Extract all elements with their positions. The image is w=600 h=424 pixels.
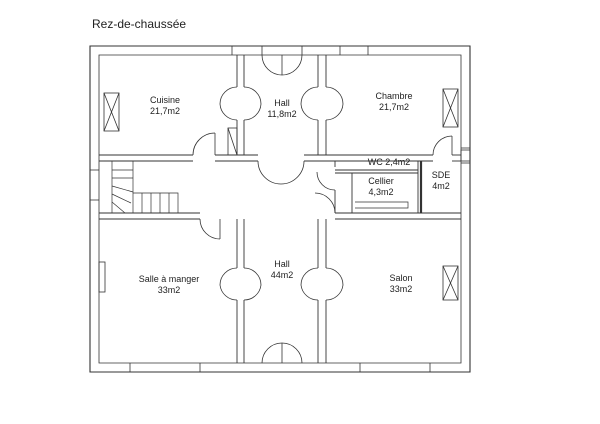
plan-title: Rez-de-chaussée bbox=[92, 17, 187, 31]
room-name: SDE bbox=[431, 170, 451, 180]
room-area: 21,7m2 bbox=[378, 102, 410, 112]
room-label-salle-a-manger: Salle à manger 33m2 bbox=[128, 274, 210, 296]
room-name: Salon bbox=[389, 273, 413, 283]
doors bbox=[192, 54, 453, 364]
room-area: 4m2 bbox=[432, 181, 450, 191]
room-area: 11,8m2 bbox=[267, 109, 297, 119]
room-area: 2,4m2 bbox=[385, 157, 411, 167]
outer-wall-outer bbox=[89, 45, 471, 373]
room-label-hall-main: Hall 44m2 bbox=[255, 259, 309, 281]
room-name: Hall bbox=[274, 259, 290, 269]
room-area: 33m2 bbox=[389, 284, 413, 294]
room-label-cuisine: Cuisine 21,7m2 bbox=[138, 95, 192, 117]
room-area: 4,3m2 bbox=[368, 187, 394, 197]
interior-walls bbox=[99, 55, 461, 363]
room-label-salon: Salon 33m2 bbox=[374, 273, 428, 295]
room-label-cellier: Cellier 4,3m2 bbox=[356, 176, 406, 198]
chimneys bbox=[98, 88, 459, 301]
room-area: 33m2 bbox=[157, 285, 181, 295]
room-name: Hall bbox=[274, 98, 290, 108]
room-label-hall-top: Hall 11,8m2 bbox=[255, 98, 309, 120]
top-windows bbox=[231, 46, 369, 55]
room-name: Cuisine bbox=[149, 95, 180, 105]
staircase bbox=[104, 160, 179, 214]
room-area: 44m2 bbox=[270, 270, 294, 280]
cellier-shelf bbox=[355, 201, 409, 209]
room-name: Salle à manger bbox=[138, 274, 200, 284]
room-area: 21,7m2 bbox=[149, 106, 181, 116]
room-label-wc: WC 2,4m2 bbox=[362, 157, 416, 168]
room-name: Chambre bbox=[375, 91, 413, 101]
room-label-sde: SDE 4m2 bbox=[425, 170, 457, 192]
room-label-chambre: Chambre 21,7m2 bbox=[366, 91, 422, 113]
wall-windows bbox=[90, 147, 471, 372]
room-name: Cellier bbox=[368, 176, 394, 186]
room-name: WC bbox=[367, 157, 383, 167]
